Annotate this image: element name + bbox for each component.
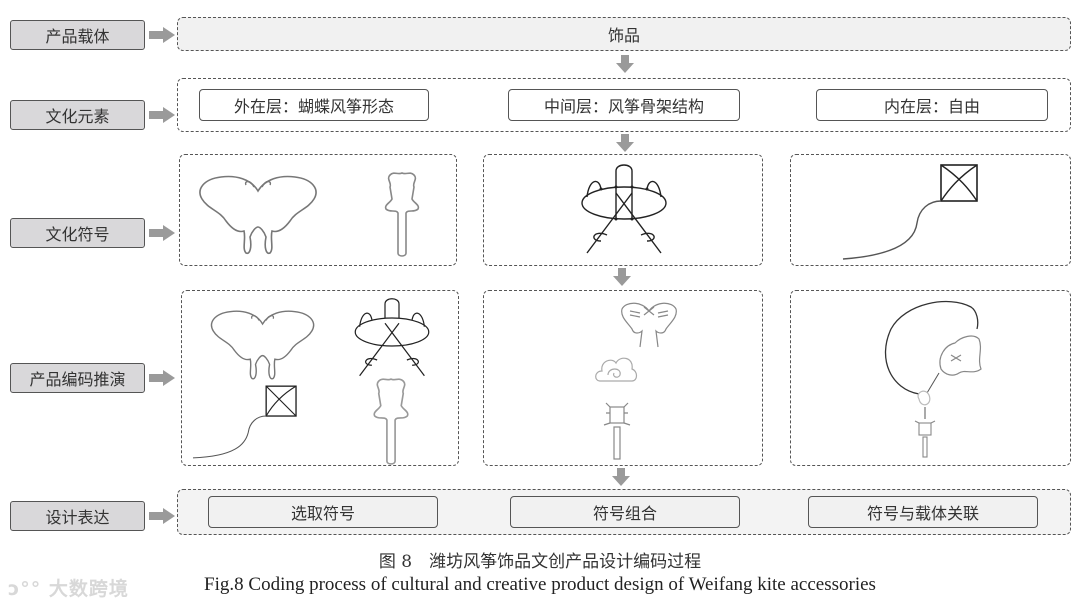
- row-label-design-expression: 设计表达: [10, 501, 145, 531]
- kite-handle-outline-icon: [373, 378, 409, 465]
- coding-panel-combination: [181, 290, 459, 466]
- carrier-content-box: 饰品: [177, 17, 1071, 51]
- figure-caption-chinese: 图 8 潍坊风筝饰品文创产品设计编码过程: [378, 552, 702, 572]
- kite-handle-outline-icon: [384, 172, 420, 257]
- element-middle-layer: 中间层：风筝骨架结构: [508, 89, 740, 121]
- flying-kite-icon: [192, 385, 297, 459]
- coding-panel-decorative: [483, 290, 763, 466]
- expression-combine-symbols: 符号组合: [510, 496, 740, 528]
- arrow-down-icon: [616, 55, 634, 73]
- butterfly-outline-icon: [199, 175, 317, 255]
- row-label-cultural-symbols: 文化符号: [10, 218, 145, 248]
- pendant-necklace-icon: [884, 300, 982, 458]
- arrow-right-icon: [149, 370, 175, 386]
- arrow-right-icon: [149, 508, 175, 524]
- symbols-panel-freedom: [790, 154, 1071, 266]
- kite-skeleton-icon: [354, 298, 430, 377]
- arrow-down-icon: [616, 134, 634, 152]
- arrow-down-icon: [612, 468, 630, 486]
- coding-panel-final: [790, 290, 1071, 466]
- symbols-panel-form: [179, 154, 457, 266]
- watermark: ↄ°° 大数跨境: [8, 574, 129, 601]
- flying-kite-icon: [842, 164, 978, 260]
- ornate-handle-icon: [603, 402, 631, 460]
- ornate-butterfly-icon: [621, 302, 677, 348]
- carrier-content: 饰品: [607, 26, 640, 45]
- row-label-product-coding: 产品编码推演: [10, 363, 145, 393]
- arrow-down-icon: [613, 268, 631, 286]
- expression-link-carrier: 符号与载体关联: [808, 496, 1038, 528]
- arrow-right-icon: [149, 27, 175, 43]
- butterfly-outline-icon: [210, 310, 315, 380]
- arrow-right-icon: [149, 225, 175, 241]
- expression-select-symbols: 选取符号: [208, 496, 438, 528]
- figure-caption-english: Fig.8 Coding process of cultural and cre…: [204, 574, 876, 595]
- element-inner-layer: 内在层：自由: [816, 89, 1048, 121]
- element-outer-layer: 外在层：蝴蝶风筝形态: [199, 89, 429, 121]
- symbols-panel-structure: [483, 154, 763, 266]
- auspicious-cloud-icon: [595, 357, 638, 382]
- arrow-right-icon: [149, 107, 175, 123]
- elements-container: [177, 78, 1071, 132]
- watermark-text: 大数跨境: [48, 578, 129, 600]
- row-label-cultural-elements: 文化元素: [10, 100, 145, 130]
- row-label-product-carrier: 产品载体: [10, 20, 145, 50]
- watermark-logo-icon: ↄ°°: [8, 578, 42, 600]
- kite-skeleton-icon: [581, 164, 667, 254]
